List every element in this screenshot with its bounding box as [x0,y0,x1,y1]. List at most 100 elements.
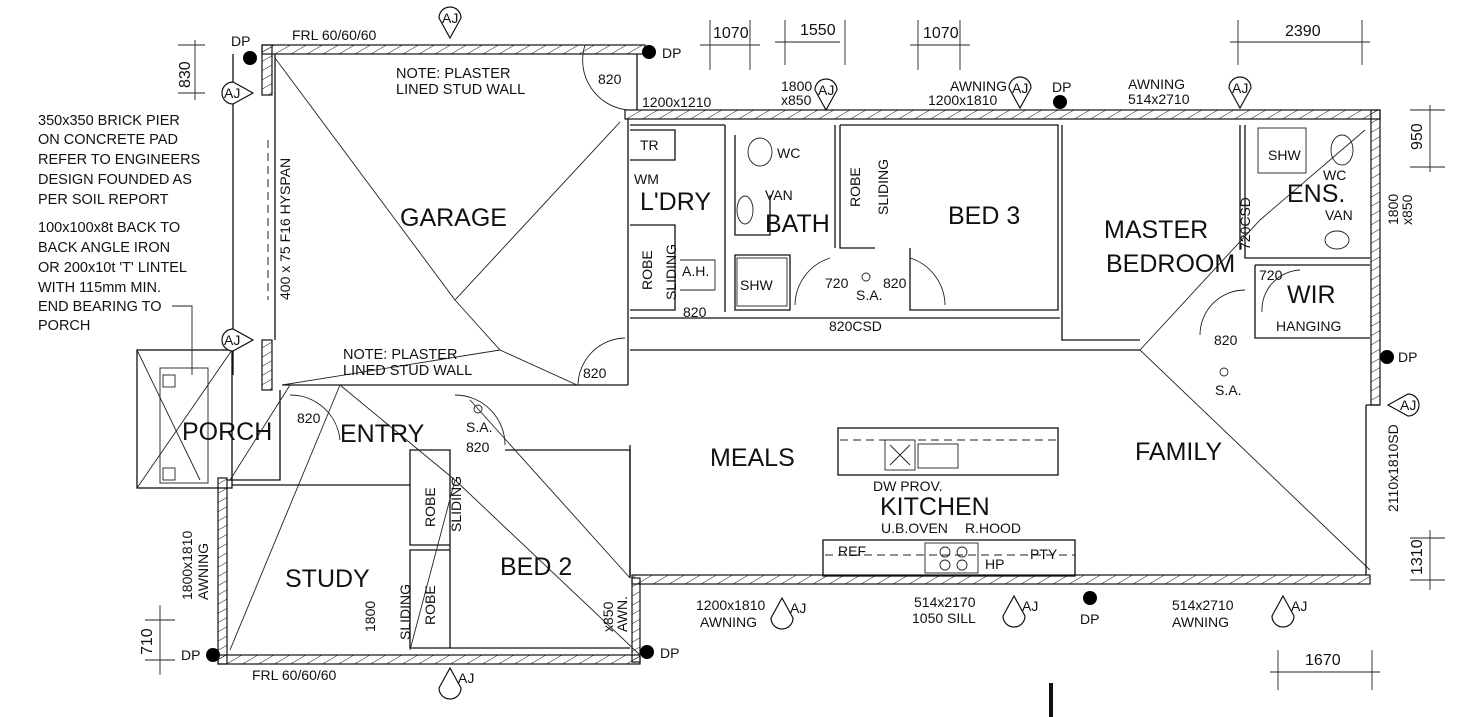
fixture-label: WC [777,145,800,161]
room-entry: ENTRY [340,420,425,448]
door-size: 720 [825,275,849,291]
smoke-alarm-icon [861,272,871,282]
window-label: AWNING [950,78,1007,94]
dim-label: 710 [139,628,156,655]
door-swings [289,44,1301,446]
note-line: REFER TO ENGINEERS [38,152,200,168]
note-line: WITH 115mm MIN. [38,280,161,296]
room-kitchen: KITCHEN [880,493,990,521]
fixture-label: REF [838,543,866,559]
note-line: BACK ANGLE IRON [38,240,170,256]
window-label: AWNING [700,614,757,630]
fixture-label: SLIDING [448,476,464,532]
door-size: 820 [297,410,321,426]
note-line: ON CONCRETE PAD [38,132,178,148]
pier-note: 350x350 BRICK PIER ON CONCRETE PAD REFER… [38,113,200,208]
room-porch: PORCH [182,418,272,446]
note-line: OR 200x10t 'T' LINTEL [38,260,187,276]
window-label: 1200x1810 [696,597,766,613]
window-label: AWNING [195,543,211,600]
smoke-alarm-icon [473,404,483,414]
note-line: PER SOIL REPORT [38,192,169,208]
aj-label: AJ [790,600,806,616]
frl-bottom-label: FRL 60/60/60 [252,667,337,683]
window-label: 514x2710 [1128,91,1190,107]
fixture-label: SLIDING [875,159,891,215]
fixture-label: SHW [1268,147,1301,163]
aj-label: AJ [818,82,834,98]
fixture-label: WM [634,171,659,187]
dp-label: DP [1080,611,1099,627]
aj-label: AJ [1022,598,1038,614]
aj-label: AJ [1400,397,1416,413]
window-label: 514x2710 [1172,597,1234,613]
door-size: 820 [583,365,607,381]
room-bed2: BED 2 [500,553,572,581]
room-labels: GARAGE L'DRY BATH BED 3 MASTER BEDROOM E… [182,180,1345,593]
room-wir: WIR [1287,281,1336,309]
fixture-label: SLIDING [397,584,413,640]
shower-icon [736,257,788,307]
note-line: 100x100x8t BACK TO [38,220,180,236]
door-size: 820 [466,439,490,455]
window-label: x850 [600,601,616,632]
dp-label: DP [181,647,200,663]
fixture-label: VAN [1325,207,1353,223]
window-label: AWNING [1128,76,1185,92]
fixture-label: HANGING [1276,318,1341,334]
fixture-label: SHW [740,277,773,293]
aj-label: AJ [224,85,240,101]
room-bed3: BED 3 [948,202,1020,230]
dim-label: 1670 [1305,652,1341,669]
room-ensuite: ENS. [1287,180,1345,208]
door-size: 820CSD [829,318,882,334]
fixture-label: PTY [1030,546,1058,562]
window-label: 2110x1810SD [1385,424,1401,512]
fixtures [736,127,1354,307]
fixture-label: R.HOOD [965,520,1021,536]
dp-labels: DP DP DP DP DP DP DP [181,33,1417,663]
fixture-labels: TR WM ROBE SLIDING A.H. WC VAN SHW ROBE … [397,137,1353,640]
external-walls [217,44,1381,665]
window-label: 514x2170 [914,594,976,610]
plaster-note-mid-2: LINED STUD WALL [343,363,472,379]
aj-label: AJ [1012,80,1028,96]
aj-label: AJ [442,10,458,26]
sa-label: S.A. [1215,382,1241,398]
aj-label: AJ [1232,80,1248,96]
window-label: AWN. [614,596,630,632]
downpipes [206,45,1394,662]
smoke-alarm-icon [1219,367,1229,377]
door-size: 820 [883,275,907,291]
dimension-lines [145,20,1445,690]
window-label: x850 [1399,194,1415,225]
door-size: 820 [598,71,622,87]
smoke-alarms: S.A. S.A. S.A. [466,272,1241,435]
note-line: 350x350 BRICK PIER [38,113,180,129]
room-family: FAMILY [1135,438,1222,466]
hyspan-beam-label: 400 x 75 F16 HYSPAN [277,158,293,300]
door-size: 720CSD [1237,197,1253,250]
plaster-note-top-1: NOTE: PLASTER [396,66,510,82]
dim-label: 1070 [713,25,749,42]
ens-basin-icon [1324,230,1350,250]
fixture-label: TR [640,137,659,153]
fixture-label: ROBE [422,487,438,527]
plaster-note-top-2: LINED STUD WALL [396,82,525,98]
room-master-line1: MASTER [1104,216,1208,244]
dp-label: DP [1052,79,1071,95]
dimension-labels: 1070 1550 1070 2390 830 950 1310 710 167… [139,22,1426,669]
window-label: 1200x1210 [642,94,712,110]
fixture-label: ROBE [847,167,863,207]
window-label: 1800 [362,601,378,632]
dim-label: 830 [177,61,194,88]
room-garage: GARAGE [400,204,507,232]
fixture-label: U.B.OVEN [881,520,948,536]
window-label: x850 [781,92,812,108]
aj-markers: AJ AJ AJ AJ AJ AJ AJ AJ AJ AJ AJ [221,6,1420,700]
door-size: 720 [1259,267,1283,283]
notes: 350x350 BRICK PIER ON CONCRETE PAD REFER… [38,27,525,683]
fixture-label: HP [985,556,1004,572]
window-label: 1800x1810 [179,530,195,600]
dim-label: 1310 [1409,539,1426,575]
